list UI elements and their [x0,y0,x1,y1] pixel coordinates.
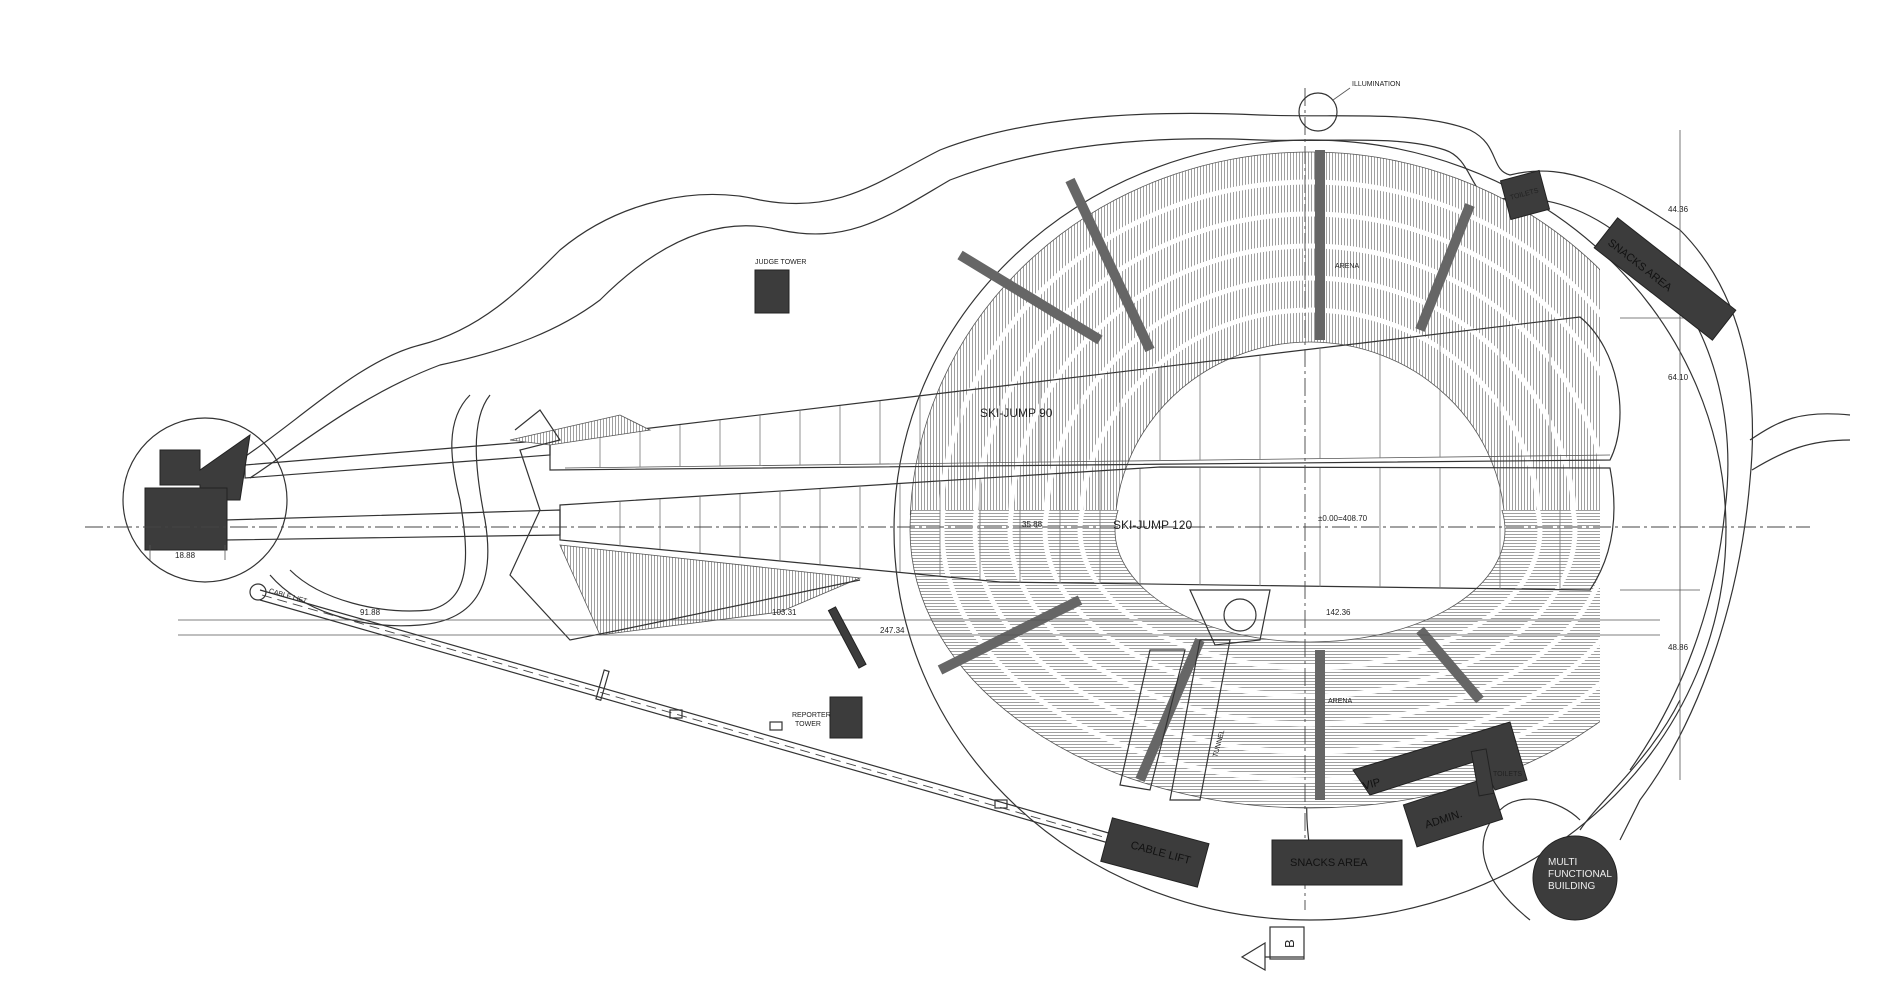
multi-functional-label-3: BUILDING [1548,881,1595,892]
vip-building [1352,721,1528,796]
pylon-1 [595,669,610,701]
ski-jump-90-label: SKI-JUMP 90 [980,406,1053,420]
landing-hatch-120 [559,544,862,636]
section-marker-box [1269,926,1305,960]
cable-lift-wheel [249,583,267,601]
earthwork [509,409,861,641]
reporter-tower [829,696,863,739]
reporter-bar [827,606,867,669]
ski-jump-90 [549,316,1621,471]
ski-jump-120-label: SKI-JUMP 120 [1113,518,1192,532]
snacks-area-bottom-building [1271,839,1403,886]
pylon-2 [669,709,683,719]
dim-14236: 142.36 [1326,608,1351,617]
landing-circle [1223,598,1257,632]
multi-functional-label-1: MULTI [1548,857,1577,868]
dim-level: ±0.00=408.70 [1318,514,1368,523]
toilets-label-mid: TOILETS [1493,771,1522,778]
illumination-mast [1298,92,1338,132]
toilets-building-top [1499,169,1551,221]
section-marker-label: B [1282,939,1297,948]
landing-knoll [1189,589,1271,646]
cable-lift-line-label: CABLE LIFT [268,588,308,606]
judge-tower-label: JUDGE TOWER [755,259,806,266]
dim-4886: 48.86 [1668,643,1689,652]
inrun-120 [224,509,561,541]
site-boundary-inner [249,138,1729,771]
tunnel-shape-2 [1119,649,1186,791]
start-tower-circle [122,417,288,583]
snacks-area-right-building [1593,217,1737,341]
snacks-area-bottom-label: SNACKS AREA [1290,857,1368,869]
reporter-tower-label-2: TOWER [795,721,821,728]
toilets-building-mid [1470,748,1495,797]
site-boundary [239,112,1754,841]
illumination-leader [1332,87,1351,101]
dim-10331: 103.31 [772,608,797,617]
reporter-tower-label-1: REPORTER [792,712,831,719]
lower-seating [909,510,1600,809]
vip-label: VIP [1362,776,1382,792]
multi-functional-label-2: FUNCTIONAL [1548,869,1612,880]
dim-1888: 18.88 [175,551,196,560]
pylon-4 [994,799,1008,809]
arena-label-top: ARENA [1335,263,1359,270]
path-west-loop-inner [269,394,491,627]
dim-4436: 44.36 [1668,205,1689,214]
start-tower-building-2 [144,487,228,551]
dim-24734: 247.34 [880,626,905,635]
inrun-90 [244,439,551,479]
dim-9188: 91.88 [360,608,381,617]
judge-tower [754,269,790,314]
dim-6410: 64.10 [1668,373,1689,382]
path-se [1579,699,1681,831]
road-east-2 [1751,439,1851,471]
bowl-outline [893,139,1727,921]
multi-functional-building [1532,835,1618,921]
start-tower-building-1 [159,433,251,501]
road-east [1749,413,1851,441]
cable-lift-line-b [259,599,1141,853]
path-west-loop [289,394,471,612]
cable-lift-line-c [261,594,1139,848]
dim-3588: 35.88 [1022,520,1043,529]
admin-building [1402,776,1504,848]
illumination-label: ILLUMINATION [1352,81,1401,88]
cable-lift-line-a [259,589,1141,843]
cable-lift-building [1100,817,1210,888]
tunnel-shape [1169,639,1231,801]
arena-label-bottom: ARENA [1328,698,1352,705]
pylon-3 [769,721,783,731]
landing-hatch-90 [509,414,652,446]
upper-seating [910,150,1600,515]
section-marker-arrow [1240,941,1266,972]
